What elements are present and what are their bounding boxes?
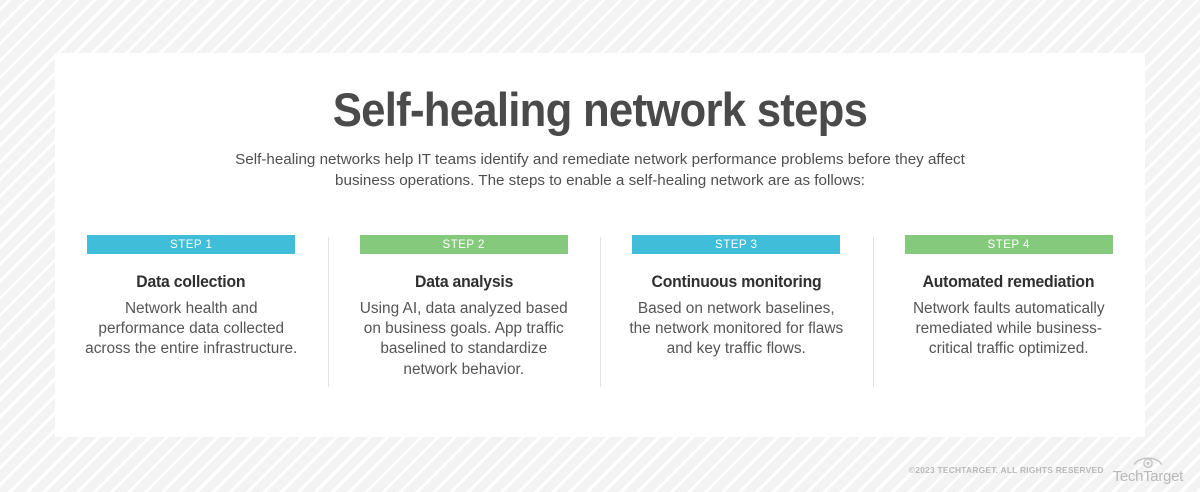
logo-wordmark: TechTarget: [1112, 468, 1184, 485]
step-body-1: Network health and performance data coll…: [85, 300, 298, 358]
step-badge-3: STEP 3: [632, 235, 841, 254]
step-badge-4: STEP 4: [904, 235, 1113, 254]
step-heading-2: Data analysis: [414, 273, 513, 291]
steps-row: STEP 1 Data collection Network health an…: [55, 235, 1146, 387]
page-subtitle: Self-healing networks help IT teams iden…: [235, 150, 965, 190]
step-body-4: Network faults automatically remediated …: [912, 300, 1105, 358]
step-card-4: STEP 4 Automated remediation Network fau…: [872, 235, 1146, 387]
step-body-2: Using AI, data analyzed based on busines…: [359, 300, 568, 378]
copyright-text: ©2023 TECHTARGET. ALL RIGHTS RESERVED: [908, 464, 1104, 475]
step-card-3: STEP 3 Continuous monitoring Based on ne…: [600, 235, 873, 387]
infographic-card: Self-healing network steps Self-healing …: [55, 53, 1145, 437]
page-title: Self-healing network steps: [332, 83, 868, 136]
step-card-2: STEP 2 Data analysis Using AI, data anal…: [327, 235, 601, 387]
footer: ©2023 TECHTARGET. ALL RIGHTS RESERVED Te…: [909, 455, 1183, 484]
step-badge-2: STEP 2: [359, 235, 568, 254]
step-body-3: Based on network baselines, the network …: [629, 300, 844, 358]
step-badge-1: STEP 1: [87, 235, 296, 254]
step-heading-1: Data collection: [136, 273, 246, 291]
techtarget-logo: TechTarget: [1113, 455, 1183, 484]
step-heading-3: Continuous monitoring: [651, 273, 822, 291]
step-card-1: STEP 1 Data collection Network health an…: [55, 235, 328, 360]
eye-icon: [1133, 457, 1163, 468]
step-heading-4: Automated remediation: [922, 273, 1095, 291]
